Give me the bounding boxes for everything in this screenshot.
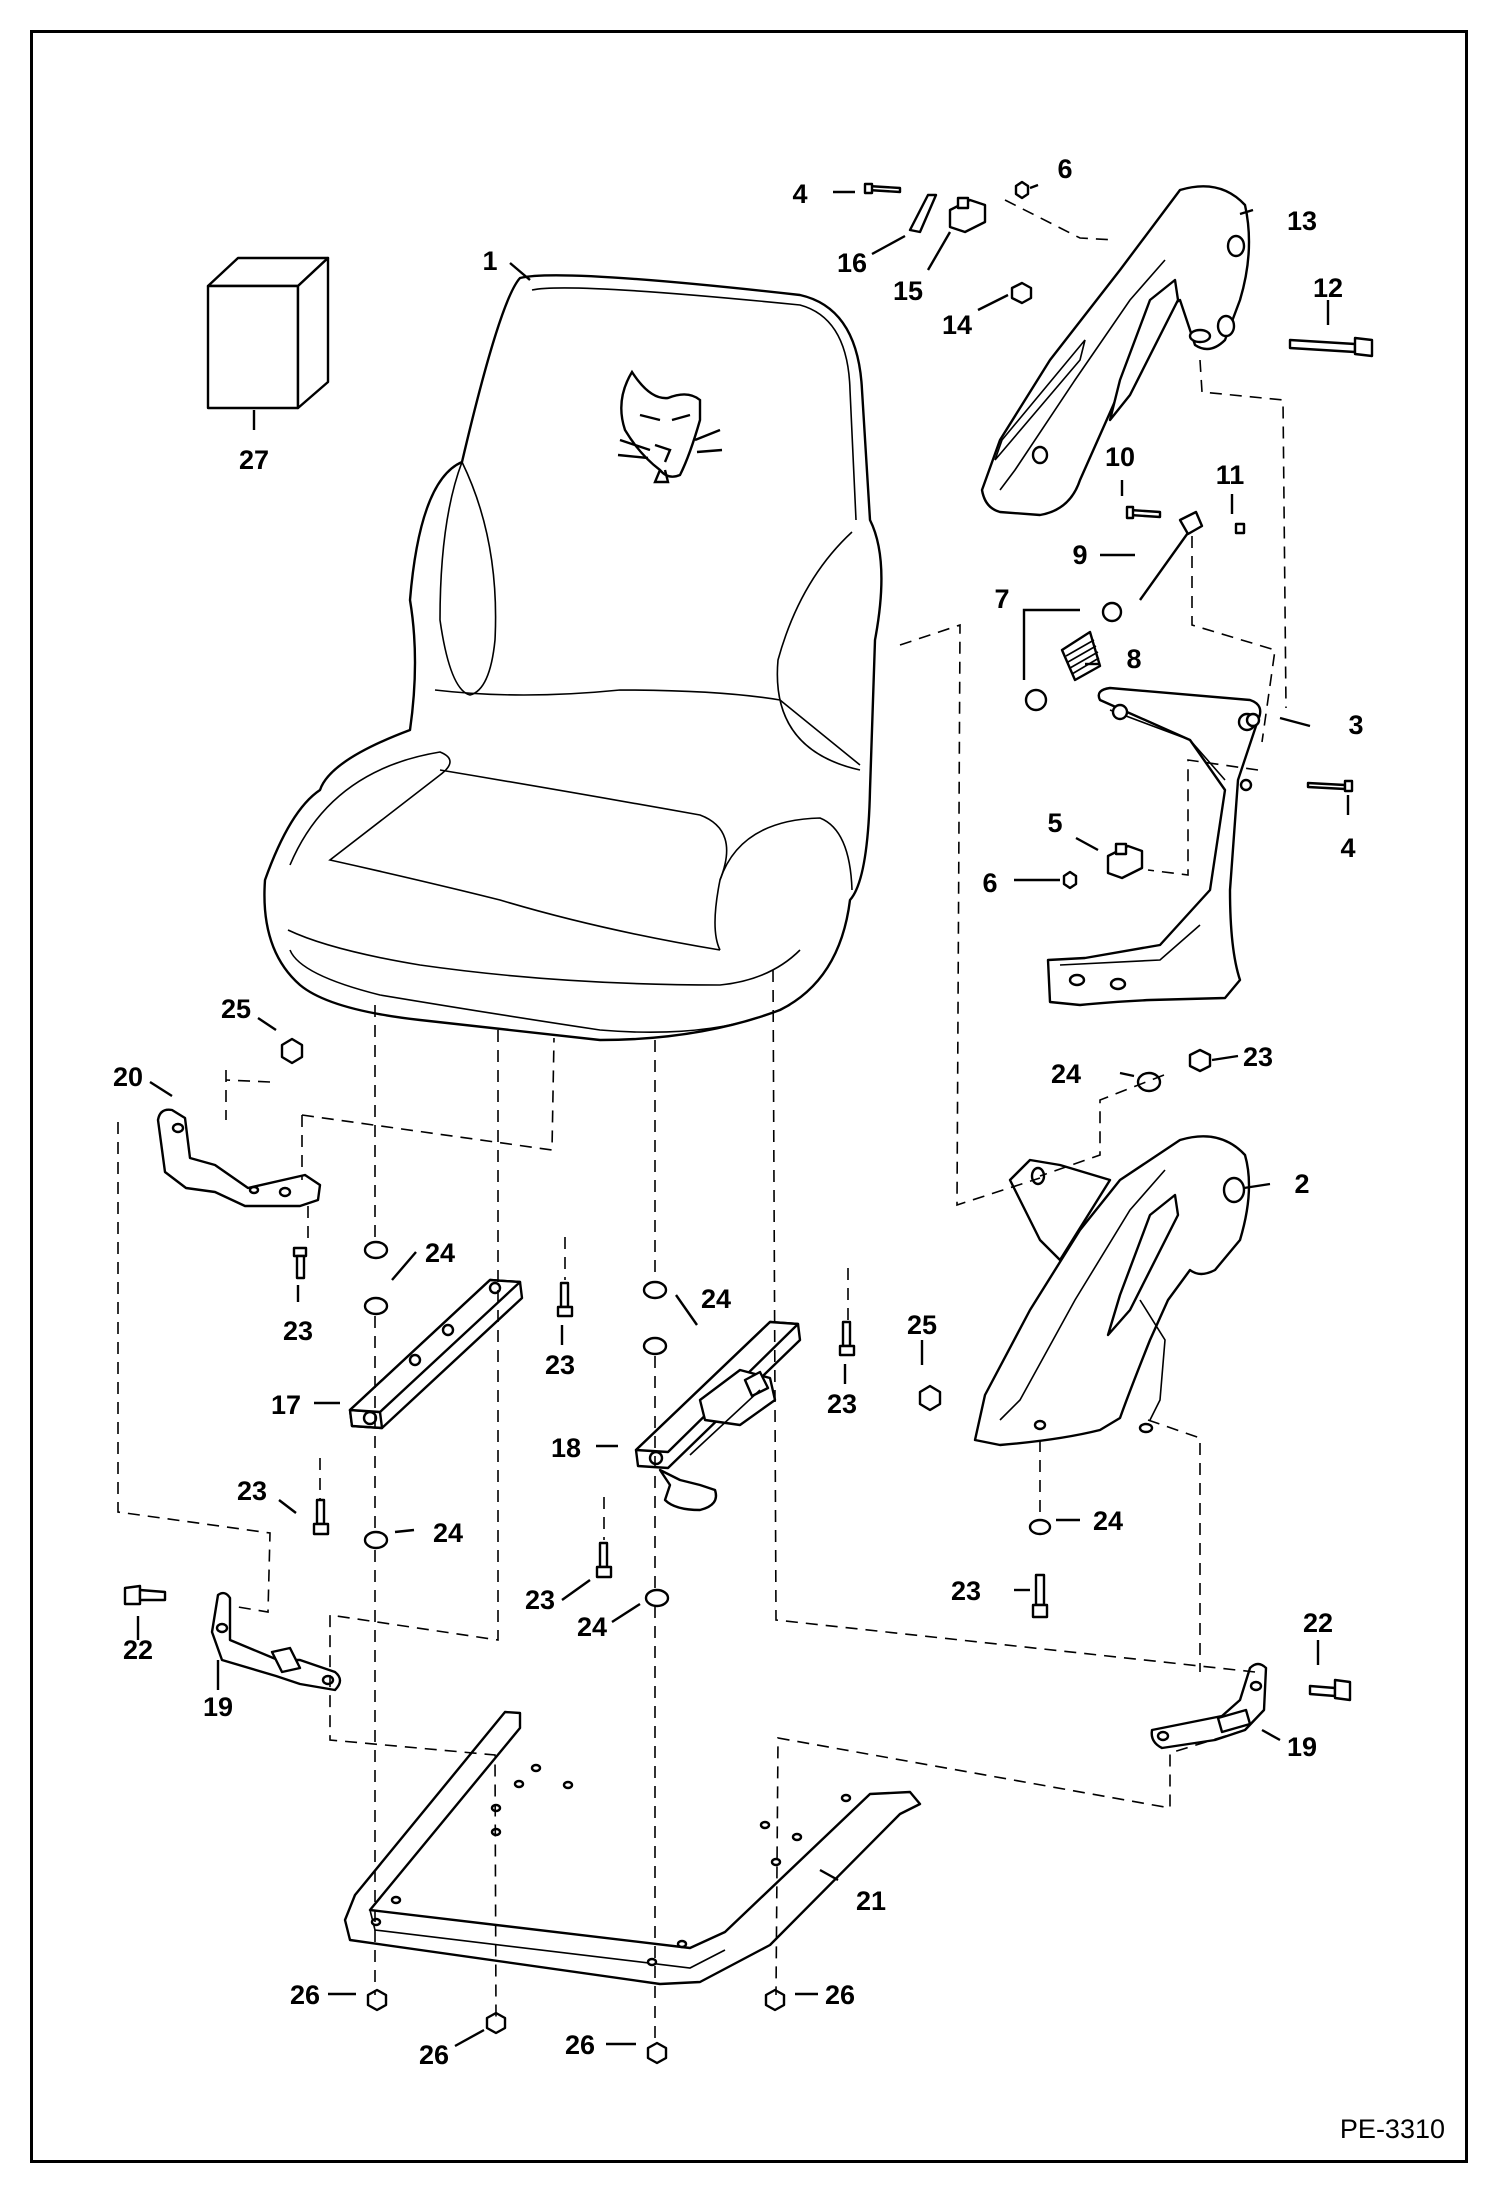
callout-23-bracket-20: 23 [283,1316,313,1346]
part-23-bolt-lower-right [1031,1573,1049,1619]
callout-17: 17 [271,1390,301,1420]
part-1-seat [263,274,883,1042]
part-7-washer-lower [1024,688,1048,712]
part-21-base-plate [343,1710,922,1986]
part-27-box [206,256,330,410]
callout-18: 18 [551,1433,581,1463]
callout-27: 27 [239,445,269,475]
callout-6-top: 6 [1057,154,1072,184]
callout-26-right: 26 [825,1980,855,2010]
part-26-nut-left [366,1988,388,2012]
part-25-nut-right [918,1384,942,1412]
callout-26-middle: 26 [419,2040,449,2070]
callout-10: 10 [1105,442,1135,472]
callout-24-lower-right: 24 [1093,1506,1123,1536]
part-4-screw-lower [1306,779,1354,793]
callout-15: 15 [893,276,923,306]
part-19-bracket-right [1150,1662,1268,1750]
callout-25-left: 25 [221,994,251,1024]
callout-9: 9 [1072,540,1087,570]
part-11-nut [1234,522,1246,535]
part-24-washer-right-lower [642,1336,668,1356]
part-12-bolt [1288,336,1374,358]
part-6-nut-lower [1062,870,1078,890]
part-23-bolt-left-top [292,1246,308,1280]
callout-24-slide-17-bottom: 24 [433,1518,463,1548]
part-7-washer-upper [1101,601,1123,623]
part-24-washer-right-upper [642,1280,668,1300]
callout-8: 8 [1126,644,1141,674]
callout-4-lower: 4 [1340,833,1355,863]
reference-code: PE-3310 [1340,2114,1445,2144]
callout-3: 3 [1348,710,1363,740]
part-23-bolt-slide-18-bottom [595,1541,613,1579]
callout-13: 13 [1287,206,1317,236]
leader-lines [136,183,1350,2048]
part-23-bolt-slide-17-bottom [312,1498,330,1536]
part-16-link [908,193,938,234]
callout-21: 21 [856,1886,886,1916]
callout-4-top: 4 [792,179,807,209]
callout-23-slide-17-bottom: 23 [237,1476,267,1506]
callout-24-top-right: 24 [1051,1059,1081,1089]
part-22-bolt-right [1308,1678,1352,1702]
callout-6-lower: 6 [982,868,997,898]
callout-25-right: 25 [907,1310,937,1340]
part-10-pin [1125,505,1162,520]
part-22-bolt-left [123,1584,167,1606]
part-24-washer-left-upper [363,1240,389,1260]
callout-7: 7 [994,584,1009,614]
callout-23-slide-18-bottom: 23 [525,1585,555,1615]
callout-19-left: 19 [203,1692,233,1722]
part-24-washer-left-bottom [363,1530,389,1550]
part-5-switch [1106,842,1144,880]
part-18-slide [634,1320,802,1512]
callout-24-slide-17-top: 24 [425,1238,455,1268]
callout-20: 20 [113,1062,143,1092]
part-14-nut [1010,281,1033,305]
part-2-armrest [973,1135,1251,1447]
part-3-bracket [1046,686,1262,1007]
callout-22-left: 22 [123,1635,153,1665]
callout-24-slide-18-top: 24 [701,1284,731,1314]
part-4-screw-top [863,182,902,195]
part-23-bolt-slide-17-top [556,1281,574,1318]
part-20-bracket [156,1108,322,1208]
callout-14: 14 [942,310,972,340]
part-9-rod [1139,510,1204,601]
callout-23-slide-17-top: 23 [545,1350,575,1380]
callout-26-left: 26 [290,1980,320,2010]
callout-23-slide-18-top: 23 [827,1389,857,1419]
callout-24-slide-18-bottom: 24 [577,1612,607,1642]
callout-12: 12 [1313,273,1343,303]
callout-23-lower-right: 23 [951,1576,981,1606]
part-24-washer-left-lower [363,1296,389,1316]
part-25-nut-left [280,1037,304,1065]
part-24-washer-right-bottom [644,1588,670,1608]
callout-11: 11 [1216,460,1245,490]
part-8-spring [1060,630,1102,682]
callout-19-right: 19 [1287,1732,1317,1762]
callout-1: 1 [482,246,497,276]
part-13-armrest [980,185,1251,517]
assembly-lines [117,199,1287,2043]
part-6-nut-top [1014,180,1030,200]
part-19-bracket-left [210,1591,342,1692]
callout-26-bottom: 26 [565,2030,595,2060]
part-17-slide [348,1278,524,1430]
part-26-nut-right [764,1988,786,2012]
callout-22-right: 22 [1303,1608,1333,1638]
callout-2: 2 [1294,1169,1309,1199]
callout-5: 5 [1047,808,1062,838]
part-15-switch [948,196,987,234]
callout-16: 16 [837,248,867,278]
callout-labels: 1 2 3 4 4 5 6 6 7 8 9 10 11 12 13 14 15 … [113,154,1364,2070]
callout-23-top-right: 23 [1243,1042,1273,1072]
part-24-washer-top-right [1136,1071,1162,1093]
part-23-bolt-slide-18-top [838,1320,856,1357]
part-23-nut-top-right [1188,1048,1212,1073]
part-24-washer-lower-right [1028,1518,1052,1536]
part-26-nut-bottom [646,2041,668,2065]
